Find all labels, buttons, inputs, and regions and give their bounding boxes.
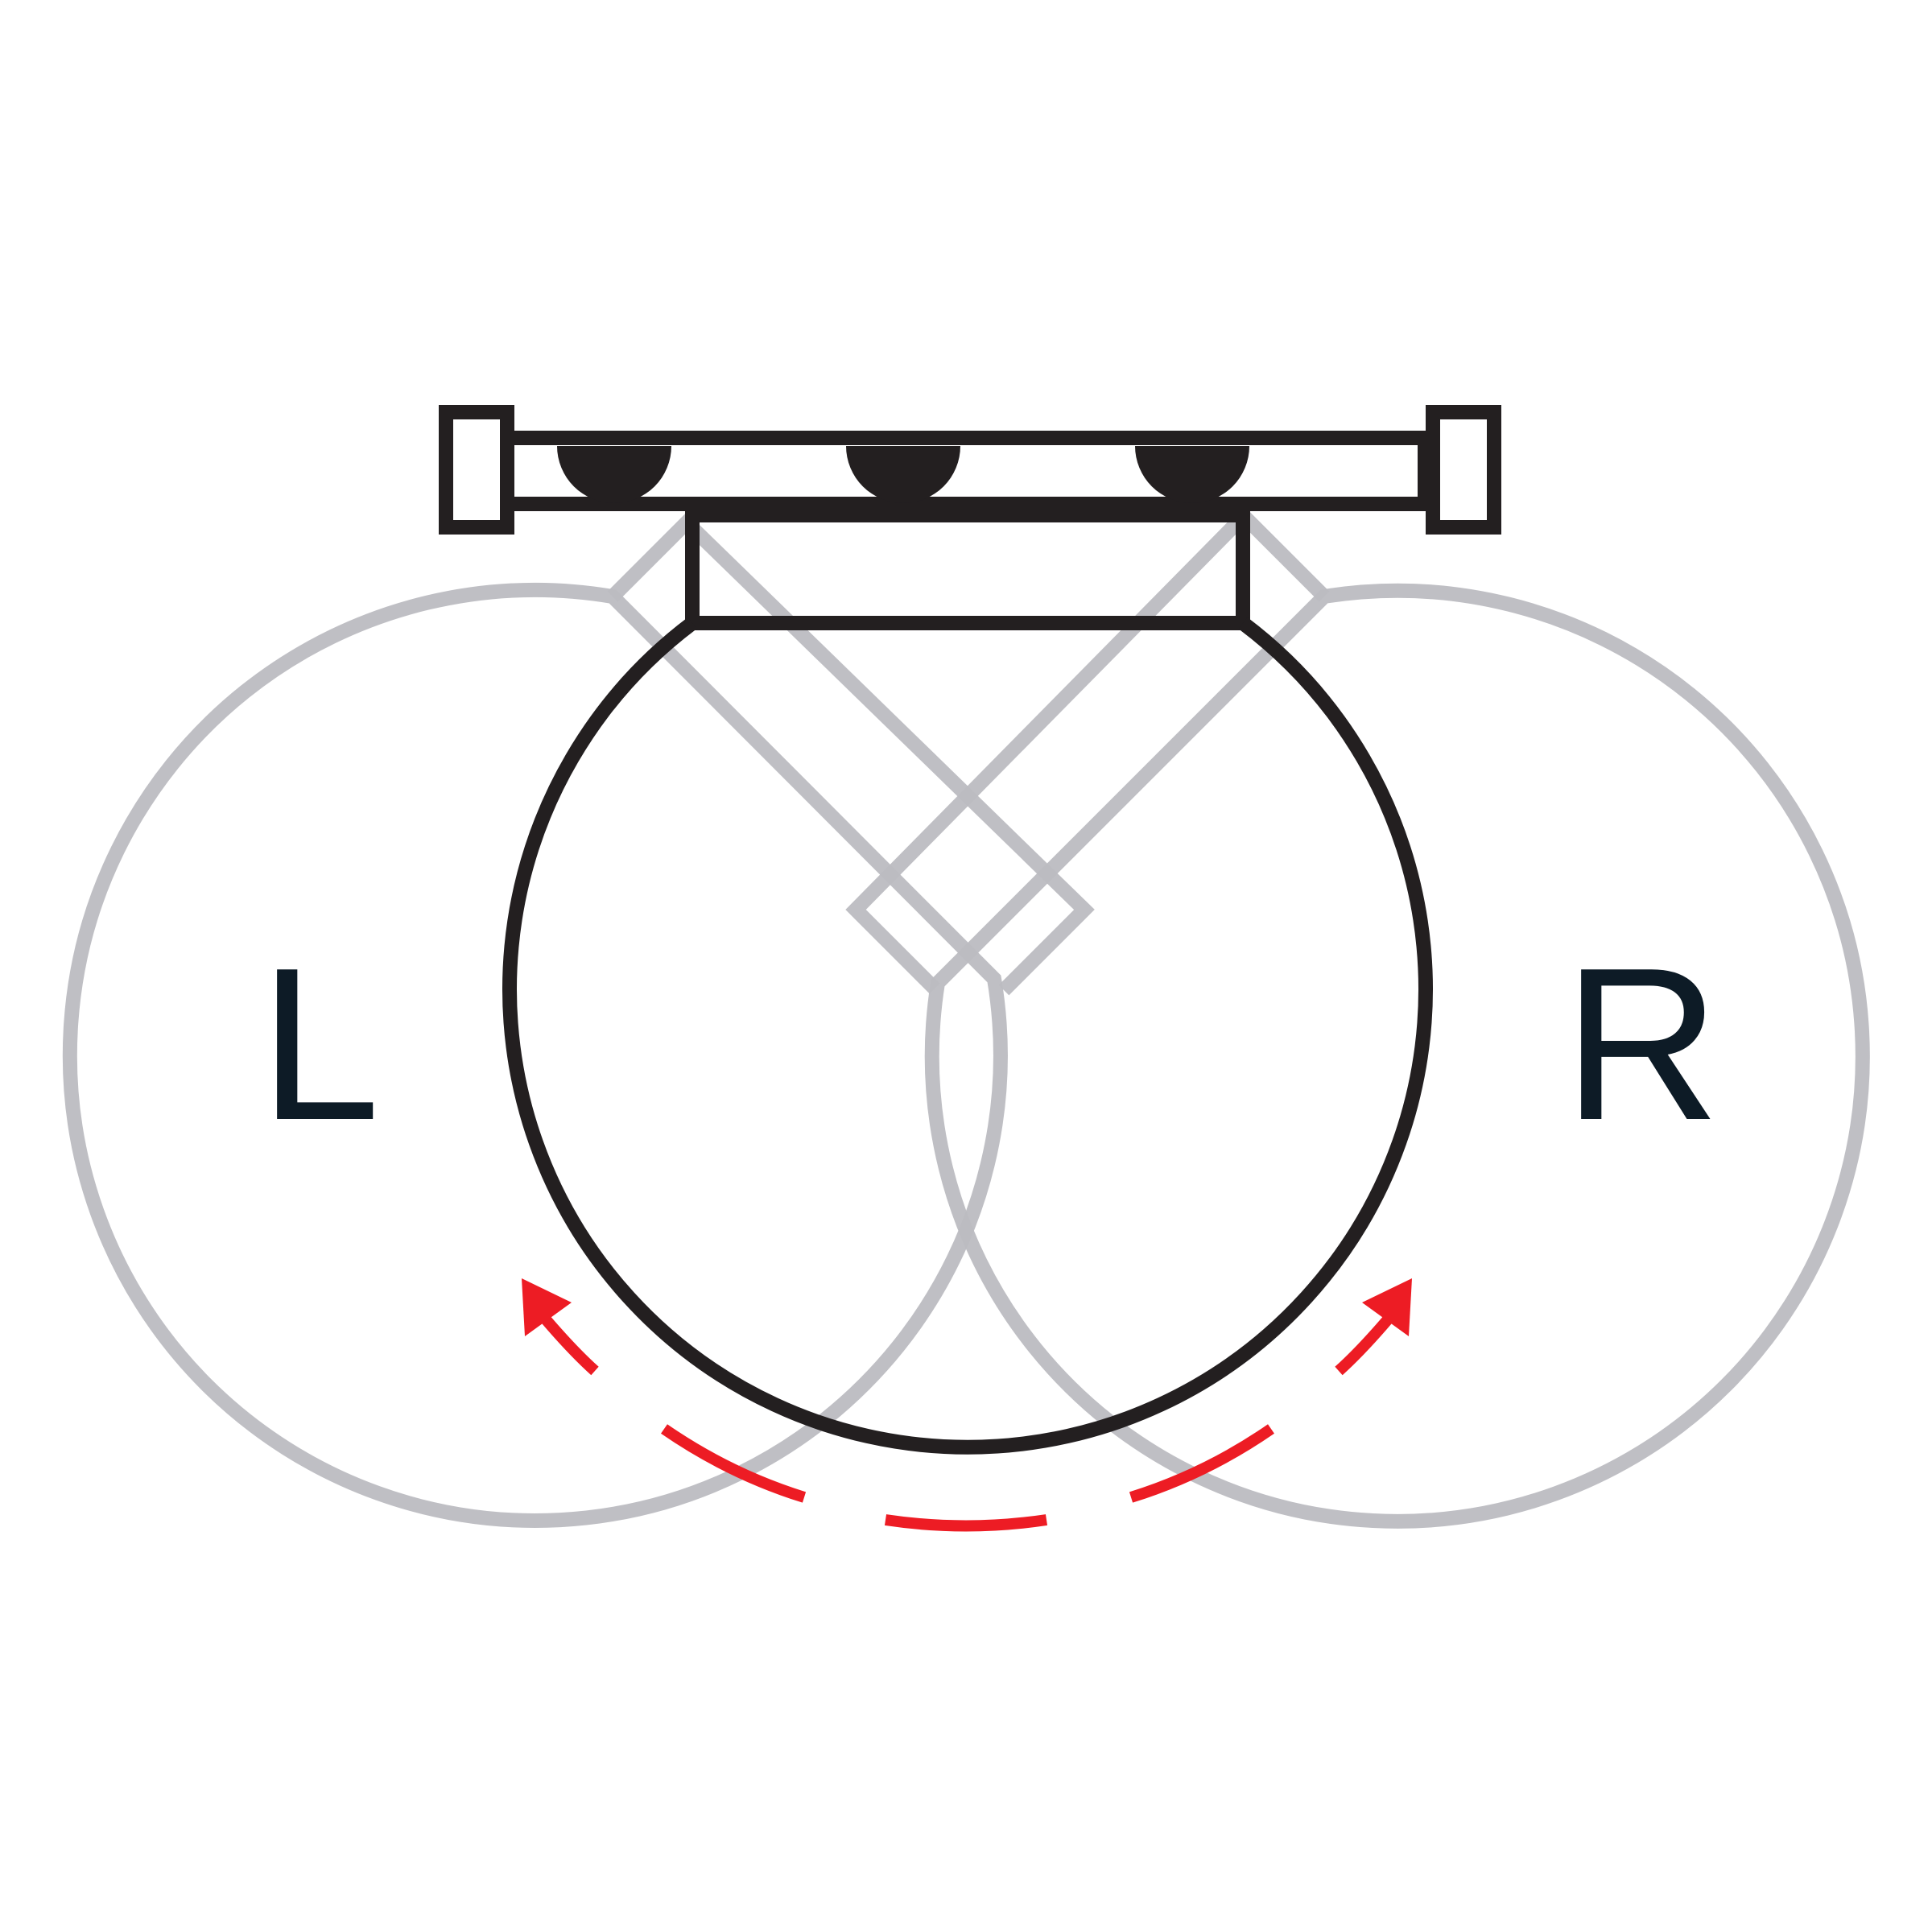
left-ghost-group (62, 512, 1095, 1528)
arc-dash-bottom-left (661, 1424, 807, 1503)
right-end-cap (1426, 405, 1501, 535)
arc-dash-lower-left (536, 1310, 599, 1376)
left-ghost-circle (62, 582, 1008, 1528)
speaker-driver-right (1135, 446, 1249, 503)
right-channel-label: R (1563, 923, 1720, 1166)
arrowhead-right (1362, 1278, 1412, 1336)
arrowhead-left (522, 1278, 572, 1336)
speaker-driver-center (846, 446, 960, 503)
right-ghost-inner-outline (845, 506, 1330, 994)
left-ghost-inner-outline (607, 512, 1095, 996)
speaker-driver-left (557, 446, 671, 503)
center-channel-box (685, 508, 1250, 630)
surround-arc-arrows (536, 1310, 1397, 1532)
arc-dash-lower-right (1335, 1310, 1397, 1376)
arc-dash-bottom-right (1129, 1424, 1274, 1503)
sound-bar (439, 405, 1501, 630)
left-channel-label: L (259, 923, 380, 1166)
arc-dash-bottom-center (884, 1514, 1048, 1532)
right-ghost-group (845, 506, 1870, 1529)
left-end-cap (439, 405, 514, 535)
center-sound-circle (502, 617, 1433, 1455)
right-ghost-circle (924, 583, 1870, 1529)
